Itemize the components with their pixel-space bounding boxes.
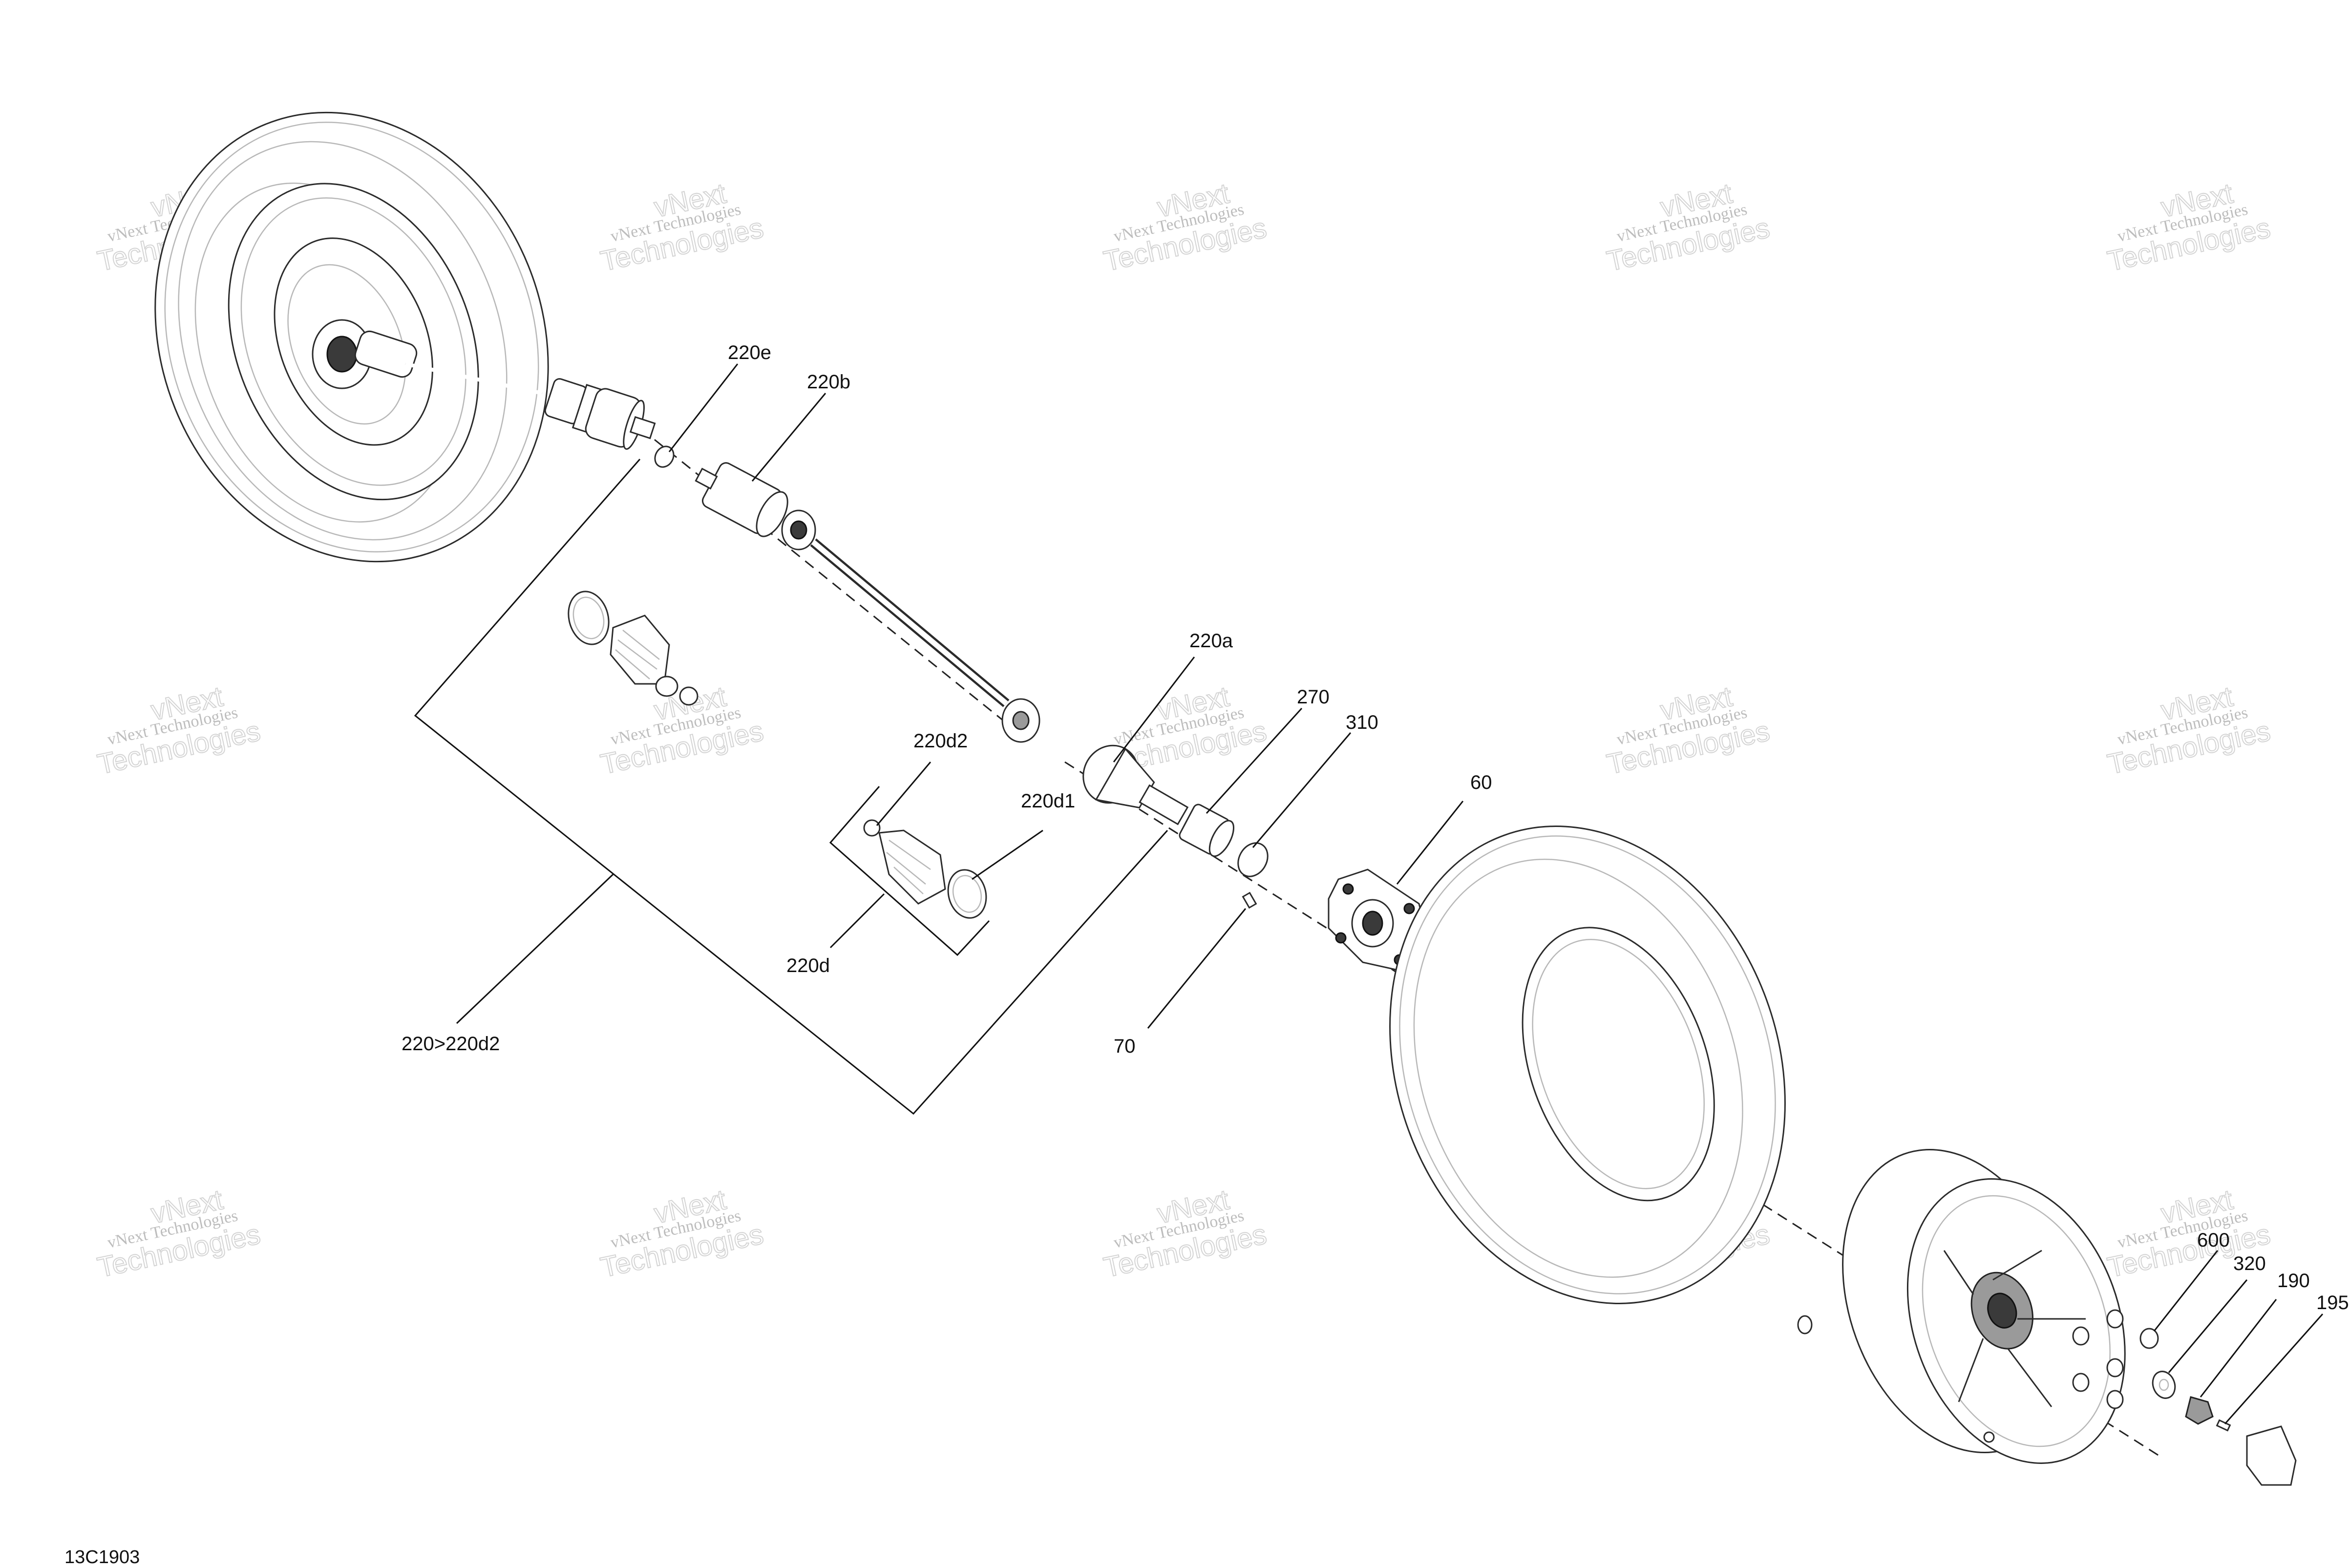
- lug-nut-600: [2139, 1328, 2159, 1349]
- inner-joint-220b: [695, 462, 788, 537]
- callout-220d: 220d: [786, 955, 830, 976]
- cotter-pin-195: [2216, 1419, 2231, 1432]
- callout-220a: 220a: [1189, 630, 1233, 652]
- callout-195: 195: [2316, 1292, 2349, 1314]
- callout-70: 70: [1114, 1036, 1136, 1057]
- wheel-fasteners: [2072, 1309, 2297, 1486]
- boot-220d: [878, 829, 946, 905]
- circlip-310: [1237, 842, 1269, 877]
- kit-bracket-220: [414, 459, 1168, 1115]
- callout-labels: 220e 220b 220a 270 310 220d2 220d1 220d …: [402, 342, 2349, 1314]
- boot-kit-lower: [863, 819, 987, 919]
- clamp-220d1: [947, 869, 987, 919]
- rim: [1797, 1149, 2126, 1464]
- tire: [1389, 826, 1786, 1304]
- bearing-270: [1179, 804, 1235, 857]
- nut-190: [2185, 1396, 2214, 1425]
- figure-id: 13C1903: [64, 1547, 140, 1568]
- callout-220e: 220e: [728, 342, 771, 363]
- rear-wheel-assembly: [154, 111, 656, 563]
- callout-270: 270: [1297, 686, 1330, 708]
- hub-cap: [2246, 1425, 2297, 1486]
- clamp-220d2: [863, 819, 881, 837]
- callout-60: 60: [1470, 772, 1492, 793]
- wheel-hub-60: [1328, 869, 1430, 973]
- washer-320: [2152, 1371, 2176, 1399]
- boot-kit-upper: [568, 591, 698, 706]
- callout-190: 190: [2277, 1270, 2310, 1292]
- callout-320: 320: [2233, 1253, 2266, 1274]
- callout-220-range: 220>220d2: [402, 1033, 500, 1055]
- callout-220d2: 220d2: [913, 730, 968, 752]
- outer-cv-joint-220a: [1082, 744, 1189, 826]
- callout-220b: 220b: [807, 371, 850, 393]
- callout-310: 310: [1346, 712, 1378, 733]
- screw-70: [1242, 891, 1257, 909]
- callout-600: 600: [2197, 1229, 2230, 1251]
- kit-bracket-220d: [829, 786, 990, 956]
- callout-220d1: 220d1: [1021, 790, 1075, 812]
- half-shaft: [781, 509, 1040, 743]
- leader-lines: [456, 363, 2324, 1424]
